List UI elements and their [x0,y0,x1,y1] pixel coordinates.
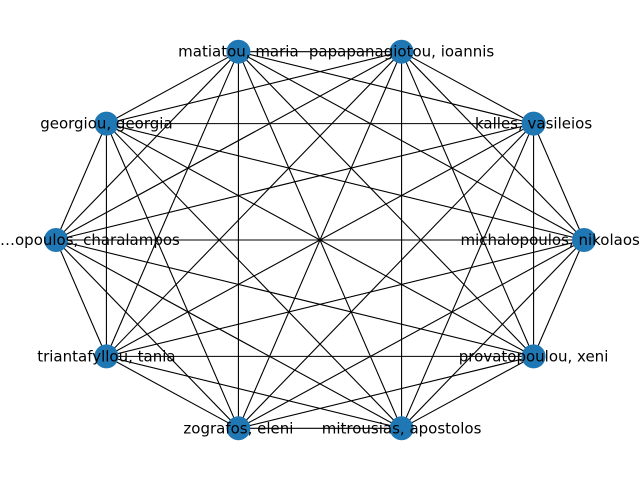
node-label-zografos: zografos, eleni [183,419,293,437]
edge-papapanagiotou-kalles [401,51,534,125]
node-charalampos [44,228,68,252]
edge-mitrousias-matiatou [237,51,403,429]
edge-michalopoulos-provatopoulou [533,239,585,357]
node-layer [44,39,596,441]
node-label-papapanagiotou: papapanagiotou, ioannis [309,43,495,61]
node-georgiou [94,111,119,136]
edge-kalles-michalopoulos [533,123,585,241]
node-mitrousias [389,416,414,441]
edge-triantafyllou-charalampos [55,239,107,357]
edge-kalles-mitrousias [401,123,535,429]
edge-provatopoulou-charalampos [55,239,534,357]
edge-zografos-triantafyllou [106,355,239,429]
edge-zografos-charalampos [55,239,239,429]
node-label-georgiou: georgiou, georgia [40,115,172,133]
node-label-triantafyllou: triantafyllou, tania [37,347,175,365]
edge-papapanagiotou-charalampos [55,51,402,241]
edge-georgiou-matiatou [106,51,239,125]
edge-triantafyllou-matiatou [105,51,239,357]
edge-kalles-matiatou [238,51,534,125]
edge-provatopoulou-mitrousias [401,355,534,429]
node-label-michalopoulos: michalopoulos, nikolaos [460,231,640,249]
edge-mitrousias-triantafyllou [106,355,402,429]
edge-layer [55,51,585,429]
edge-charalampos-georgiou [55,123,107,241]
node-label-charalampos: …opoulos, charalampos [0,231,180,249]
node-papapanagiotou [389,39,414,64]
edge-mitrousias-charalampos [55,239,402,429]
edge-michalopoulos-zografos [238,239,585,429]
edge-mitrousias-georgiou [106,123,402,429]
edge-zografos-georgiou [105,123,239,429]
node-kalles [521,111,546,136]
node-label-matiatou: matiatou, maria [178,43,298,61]
edge-michalopoulos-matiatou [238,51,585,241]
edge-charalampos-matiatou [55,51,239,241]
edge-provatopoulou-matiatou [238,51,534,357]
edge-papapanagiotou-provatopoulou [401,51,535,357]
node-provatopoulou [521,344,546,369]
node-label-provatopoulou: provatopoulou, xeni [459,347,609,365]
node-label-mitrousias: mitrousias, apostolos [322,419,482,437]
node-zografos [226,416,251,441]
node-matiatou [226,39,251,64]
node-label-kalles: kalles, vasileios [475,115,592,133]
edge-michalopoulos-georgiou [106,123,585,241]
node-triantafyllou [94,344,119,369]
label-layer: papapanagiotou, ioannis kalles, vasileios… [0,43,640,438]
node-michalopoulos [572,228,596,252]
